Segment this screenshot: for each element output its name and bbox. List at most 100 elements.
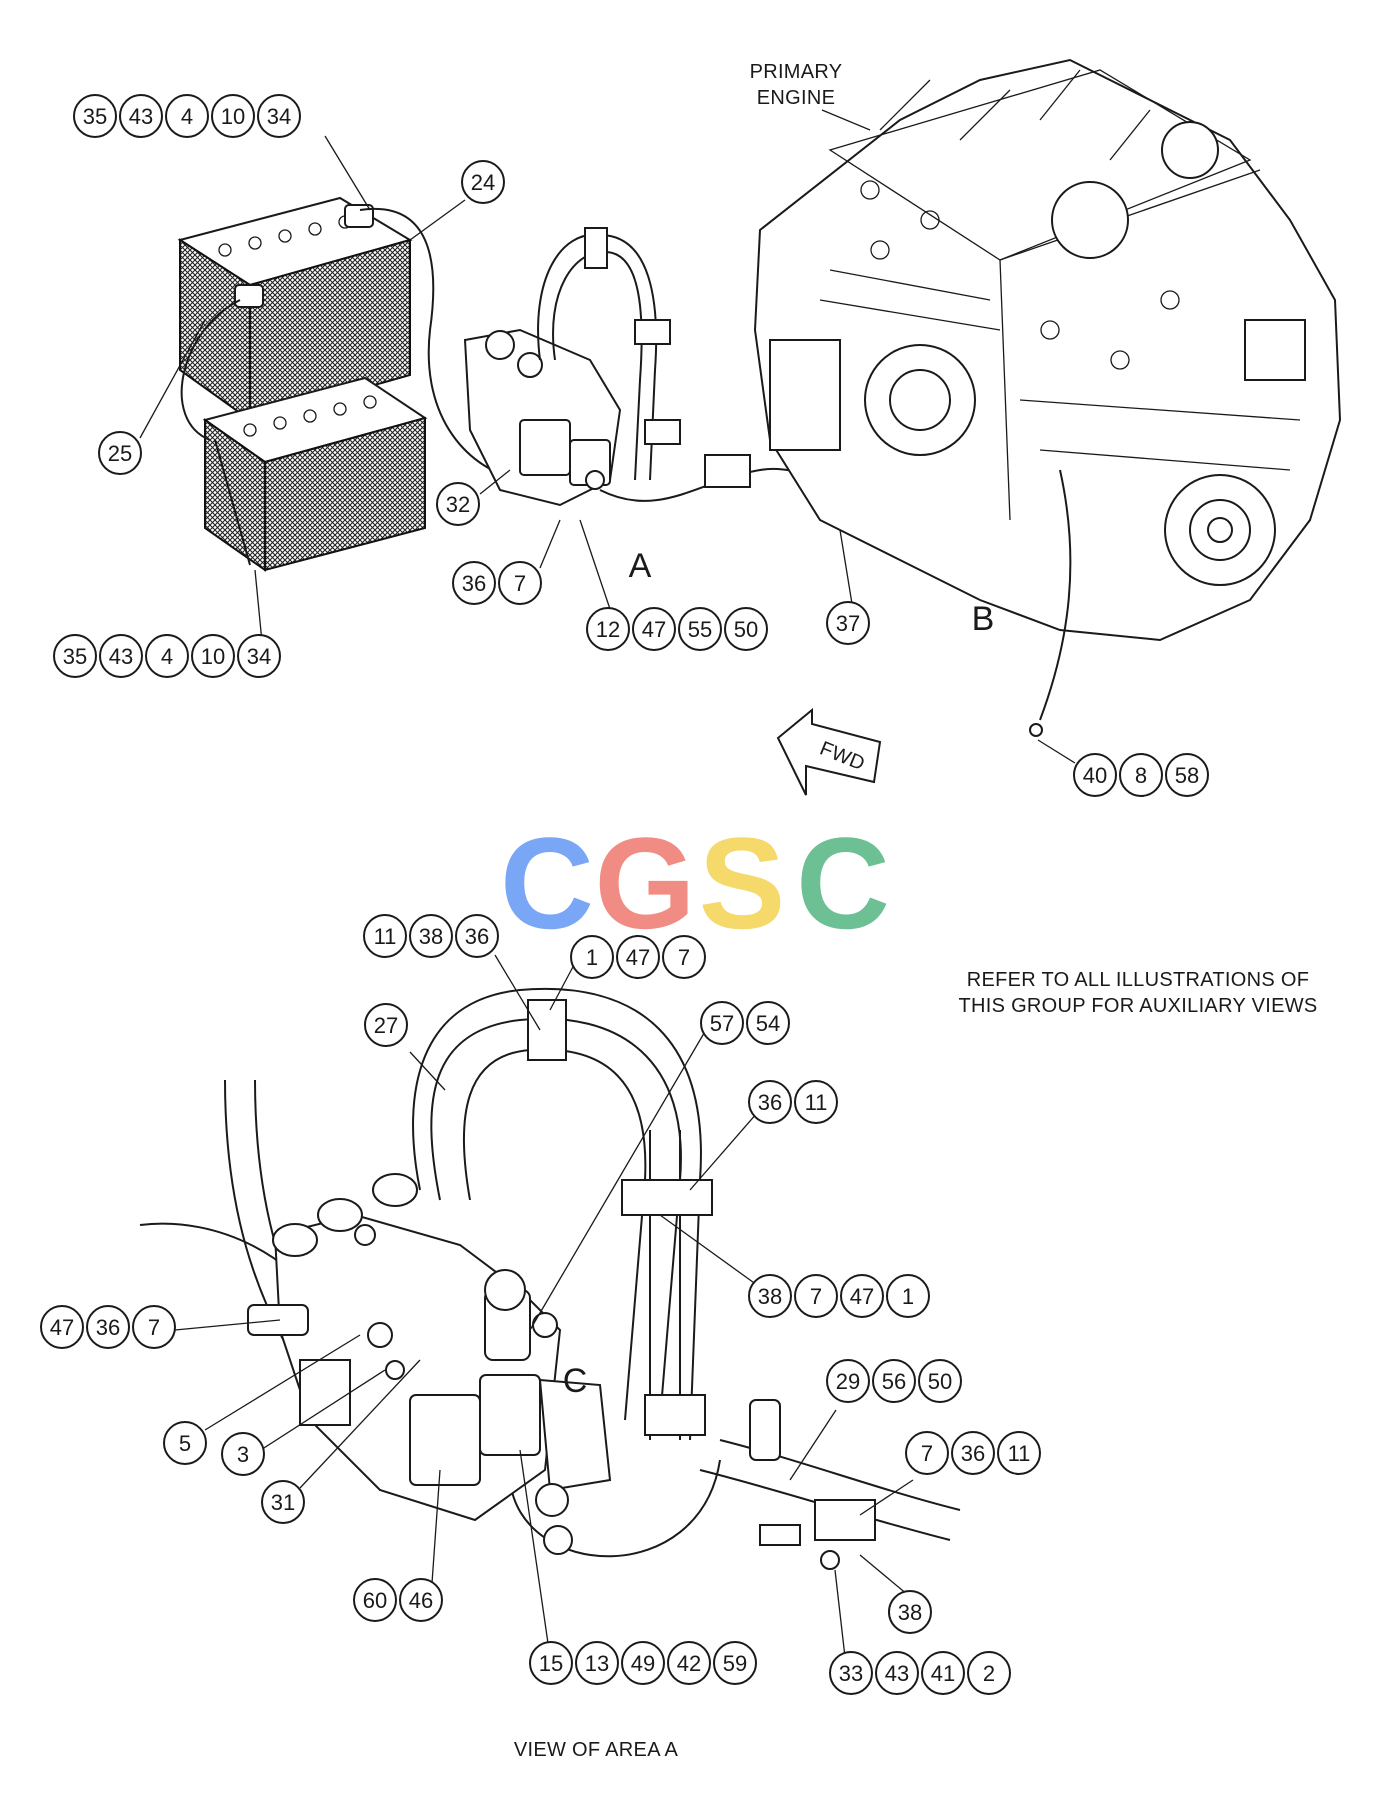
batteries xyxy=(177,196,521,572)
callout-number: 33 xyxy=(839,1661,863,1686)
callout-number: 2 xyxy=(983,1661,995,1686)
callout-number: 4 xyxy=(161,644,173,669)
callout-bubble xyxy=(724,607,768,651)
callout-bubble xyxy=(53,634,97,678)
area-a-detail-view xyxy=(139,988,961,1570)
callout-number: 38 xyxy=(898,1600,922,1625)
forward-arrow-icon: FWD xyxy=(776,707,882,796)
callout-number: 15 xyxy=(539,1651,563,1676)
callout-group: 3 xyxy=(221,1432,265,1476)
primary-engine xyxy=(753,58,1342,737)
callout-bubble xyxy=(997,1431,1041,1475)
callout-number: 43 xyxy=(129,104,153,129)
callout-number: 43 xyxy=(885,1661,909,1686)
callout-group: 5 xyxy=(163,1421,207,1465)
callout-number: 10 xyxy=(221,104,245,129)
callout-number: 58 xyxy=(1175,763,1199,788)
callout-number: 41 xyxy=(931,1661,955,1686)
callout-bubble xyxy=(409,914,453,958)
callout-number: 40 xyxy=(1083,763,1107,788)
callout-number: 42 xyxy=(677,1651,701,1676)
callout-number: 36 xyxy=(758,1090,782,1115)
callout-bubble xyxy=(829,1651,873,1695)
callout-bubble xyxy=(1165,753,1209,797)
callout-bubble xyxy=(667,1641,711,1685)
callout-number: 3 xyxy=(237,1442,249,1467)
callout-group: 32 xyxy=(436,482,480,526)
callout-number: 47 xyxy=(642,617,666,642)
callout-bubble xyxy=(700,1001,744,1045)
callout-bubble xyxy=(875,1651,919,1695)
primary-engine-label-line2: ENGINE xyxy=(757,87,835,109)
callout-group: 33 43 41 2 xyxy=(829,1651,1011,1695)
refer-note-line2: THIS GROUP FOR AUXILIARY VIEWS xyxy=(958,995,1317,1017)
watermark-letter: C xyxy=(796,810,890,956)
callout-bubble xyxy=(826,1359,870,1403)
callout-number: 29 xyxy=(836,1369,860,1394)
callout-bubble xyxy=(586,607,630,651)
callout-group: 24 xyxy=(461,160,505,204)
callout-number: 36 xyxy=(961,1441,985,1466)
callout-bubble xyxy=(353,1578,397,1622)
callout-number: 37 xyxy=(836,611,860,636)
watermark-letter: S xyxy=(699,810,786,956)
callout-number: 49 xyxy=(631,1651,655,1676)
callout-number: 36 xyxy=(465,924,489,949)
callout-number: 7 xyxy=(810,1284,822,1309)
callout-bubble xyxy=(918,1359,962,1403)
callout-number: 11 xyxy=(374,924,397,949)
callout-bubble xyxy=(575,1641,619,1685)
callout-bubble xyxy=(1119,753,1163,797)
callout-bubble xyxy=(455,914,499,958)
callout-bubble xyxy=(886,1274,930,1318)
callout-bubble xyxy=(905,1431,949,1475)
callout-number: 59 xyxy=(723,1651,747,1676)
callout-bubble xyxy=(748,1080,792,1124)
callout-bubble xyxy=(529,1641,573,1685)
callout-number: 27 xyxy=(374,1013,398,1038)
callout-bubble xyxy=(73,94,117,138)
callout-number: 36 xyxy=(462,571,486,596)
callout-number: 43 xyxy=(109,644,133,669)
callout-number: 1 xyxy=(586,945,598,970)
callout-number: 7 xyxy=(678,945,690,970)
callout-number: 54 xyxy=(756,1011,780,1036)
callout-bubble xyxy=(221,1432,265,1476)
callout-bubble xyxy=(257,94,301,138)
primary-engine-label-line1: PRIMARY xyxy=(750,61,843,83)
callout-number: 46 xyxy=(409,1588,433,1613)
refer-note-line1: REFER TO ALL ILLUSTRATIONS OF xyxy=(967,969,1310,991)
callout-bubble xyxy=(145,634,189,678)
callout-bubble xyxy=(662,935,706,979)
callout-bubble xyxy=(794,1080,838,1124)
callout-number: 7 xyxy=(921,1441,933,1466)
leader-lines xyxy=(139,135,1076,1658)
callout-number: 55 xyxy=(688,617,712,642)
callout-bubble xyxy=(498,561,542,605)
callout-bubble xyxy=(1073,753,1117,797)
callout-number: 38 xyxy=(758,1284,782,1309)
callout-number: 47 xyxy=(50,1315,74,1340)
callout-bubble xyxy=(748,1274,792,1318)
area-c-label: C xyxy=(563,1362,588,1400)
callout-bubble xyxy=(99,634,143,678)
callout-number: 36 xyxy=(96,1315,120,1340)
callout-bubble xyxy=(191,634,235,678)
callout-number: 24 xyxy=(471,170,495,195)
callout-bubble xyxy=(678,607,722,651)
watermark-letter: G xyxy=(594,810,695,956)
